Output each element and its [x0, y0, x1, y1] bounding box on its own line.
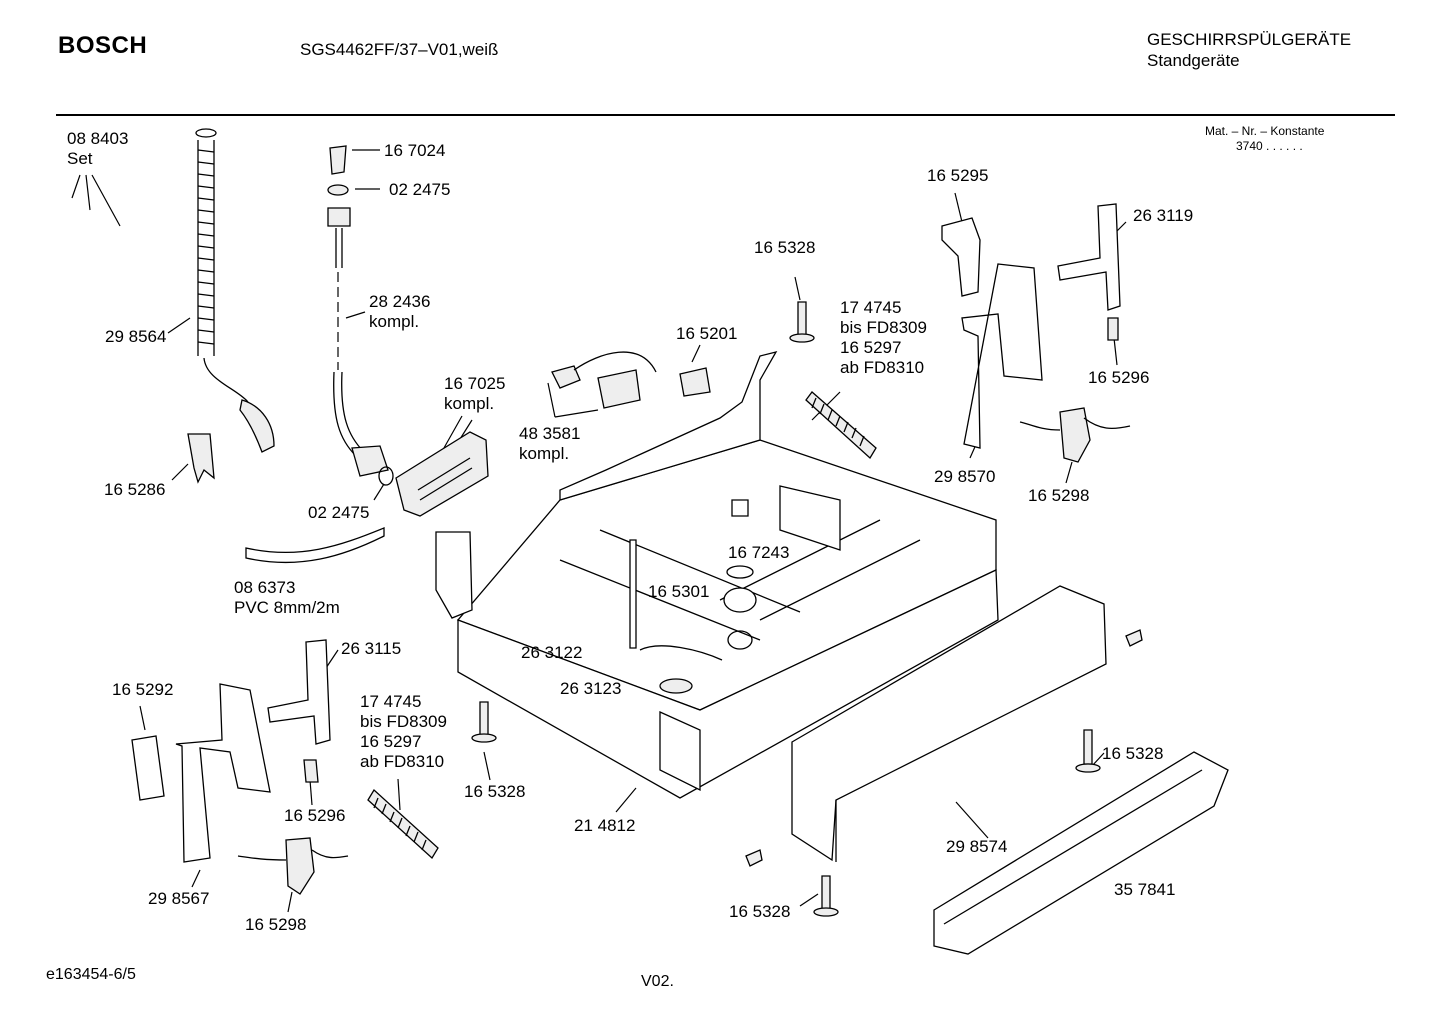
- part-label-line: 16 5296: [1088, 368, 1150, 387]
- part-label-p04: 16 7024: [384, 141, 445, 161]
- kick-plates: [791, 585, 1229, 955]
- part-label-line: 16 7243: [728, 543, 790, 562]
- part-label-p14: 16 5295: [927, 166, 988, 186]
- part-label-line: kompl.: [369, 312, 420, 331]
- part-label-line: 35 7841: [1114, 880, 1176, 899]
- part-label-line: PVC 8mm/2m: [234, 598, 340, 617]
- part-label-line: 26 3123: [560, 679, 622, 698]
- document-id: e163454-6/5: [46, 966, 136, 983]
- part-label-line: 17 4745: [360, 692, 422, 711]
- part-label-p34: 16 5328: [729, 902, 790, 922]
- part-label-p03: 16 5286: [104, 480, 165, 500]
- right-hinge-brackets: [941, 203, 1131, 463]
- part-label-line: ab FD8310: [360, 752, 445, 771]
- part-label-p02: 29 8564: [105, 327, 166, 347]
- part-label-p15: 26 3119: [1133, 206, 1193, 226]
- part-label-p24: 16 5292: [112, 680, 173, 700]
- left-hinge-brackets: [131, 639, 349, 895]
- part-label-line: 08 6373: [234, 578, 296, 597]
- part-label-line: 29 8570: [934, 467, 996, 486]
- part-label-p23: 26 3115: [341, 639, 401, 659]
- model-number: SGS4462FF/37–V01,weiß: [300, 40, 499, 59]
- category-title: GESCHIRRSPÜLGERÄTE: [1147, 30, 1352, 49]
- part-label-line: ab FD8310: [840, 358, 925, 377]
- adjustable-feet: [471, 301, 1143, 917]
- part-label-line: 48 3581: [519, 424, 581, 443]
- part-label-line: 29 8574: [946, 837, 1008, 856]
- part-label-p22: 26 3123: [560, 679, 621, 699]
- part-label-line: 16 5328: [729, 902, 791, 921]
- part-label-line: 29 8567: [148, 889, 210, 908]
- part-label-line: 16 5297: [360, 732, 422, 751]
- drain-hose-part: [187, 128, 275, 484]
- part-label-line: 16 7024: [384, 141, 446, 160]
- part-label-p08: 02 2475: [308, 503, 369, 523]
- part-label-line: 08 8403: [67, 129, 129, 148]
- part-label-p32: 29 8574: [946, 837, 1007, 857]
- part-label-line: kompl.: [444, 394, 495, 413]
- part-label-line: 26 3119: [1133, 206, 1194, 225]
- base-tub-part: [435, 350, 999, 799]
- part-label-p31: 16 5328: [1102, 744, 1163, 764]
- constant-value: 3740 . . . . . .: [1236, 139, 1303, 153]
- part-label-p18: 16 5298: [1028, 486, 1089, 506]
- brand-logo: BOSCH: [58, 32, 148, 59]
- part-label-line: 16 5328: [1102, 744, 1164, 763]
- springs: [367, 391, 877, 860]
- part-label-line: 02 2475: [308, 503, 370, 522]
- part-label-line: 16 5295: [927, 166, 989, 185]
- subcategory-title: Standgeräte: [1147, 51, 1240, 70]
- part-label-line: 26 3115: [341, 639, 402, 658]
- part-label-p12: 16 5328: [754, 238, 815, 258]
- part-label-line: 02 2475: [389, 180, 451, 199]
- part-label-line: Set: [67, 149, 93, 168]
- part-label-line: bis FD8309: [360, 712, 447, 731]
- part-label-line: 16 5328: [464, 782, 526, 801]
- part-label-line: 21 4812: [574, 816, 636, 835]
- part-label-line: 17 4745: [840, 298, 902, 317]
- cable-harness-part: [551, 351, 711, 409]
- part-label-p11: 16 5201: [676, 324, 737, 344]
- part-label-p26: 16 5296: [284, 806, 345, 826]
- part-label-line: 16 5297: [840, 338, 902, 357]
- part-label-line: 16 5328: [754, 238, 816, 257]
- part-label-line: 16 5296: [284, 806, 346, 825]
- part-label-p29: 16 5328: [464, 782, 525, 802]
- part-label-p28: 16 5298: [245, 915, 306, 935]
- leader-lines: [71, 149, 1127, 913]
- part-label-p17: 29 8570: [934, 467, 995, 487]
- constant-label: Mat. – Nr. – Konstante: [1205, 124, 1325, 138]
- part-label-p21: 26 3122: [521, 643, 582, 663]
- part-label-line: kompl.: [519, 444, 570, 463]
- part-label-line: 16 5301: [648, 582, 710, 601]
- part-label-line: 16 7025: [444, 374, 506, 393]
- part-label-p27: 29 8567: [148, 889, 209, 909]
- part-label-line: 28 2436: [369, 292, 431, 311]
- part-label-p16: 16 5296: [1088, 368, 1149, 388]
- part-label-line: 16 5298: [1028, 486, 1090, 505]
- part-label-line: 16 5286: [104, 480, 166, 499]
- part-label-line: 29 8564: [105, 327, 167, 346]
- part-label-line: 16 5292: [112, 680, 174, 699]
- version-label: V02.: [641, 973, 674, 990]
- part-label-line: 26 3122: [521, 643, 583, 662]
- inlet-hose-part: [245, 145, 489, 564]
- part-label-line: 16 5298: [245, 915, 307, 934]
- part-label-p19: 16 7243: [728, 543, 789, 563]
- part-label-p30: 21 4812: [574, 816, 635, 836]
- header-divider: [56, 114, 1395, 116]
- part-label-p20: 16 5301: [648, 582, 709, 602]
- part-label-p33: 35 7841: [1114, 880, 1175, 900]
- part-label-line: bis FD8309: [840, 318, 927, 337]
- part-label-line: 16 5201: [676, 324, 738, 343]
- part-label-p05: 02 2475: [389, 180, 450, 200]
